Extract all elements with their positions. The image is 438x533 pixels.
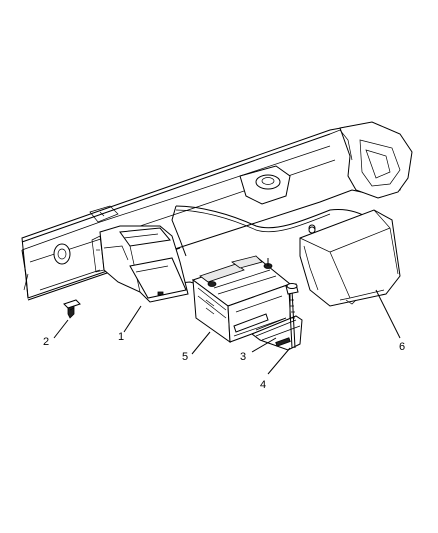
leader-5: [191, 331, 211, 355]
hold-down-bolt: [285, 283, 299, 349]
callout-5: 5: [182, 351, 188, 363]
leader-4: [267, 347, 291, 375]
wire-harness: [157, 205, 373, 293]
callout-labels: 1 2 3 4 5 6: [43, 331, 405, 391]
callout-3: 3: [240, 351, 246, 363]
leader-2: [53, 319, 69, 339]
callout-2: 2: [43, 336, 49, 348]
leader-6: [375, 289, 401, 339]
leader-3: [251, 337, 277, 353]
push-pin-fastener: [63, 299, 81, 319]
leader-1: [123, 305, 142, 333]
callout-1: 1: [118, 331, 124, 343]
battery-shield: [299, 209, 401, 307]
callout-6: 6: [399, 341, 405, 353]
callout-4: 4: [260, 379, 266, 391]
battery-tray: [91, 225, 189, 303]
leader-lines: [53, 289, 401, 375]
battery: [191, 255, 292, 344]
